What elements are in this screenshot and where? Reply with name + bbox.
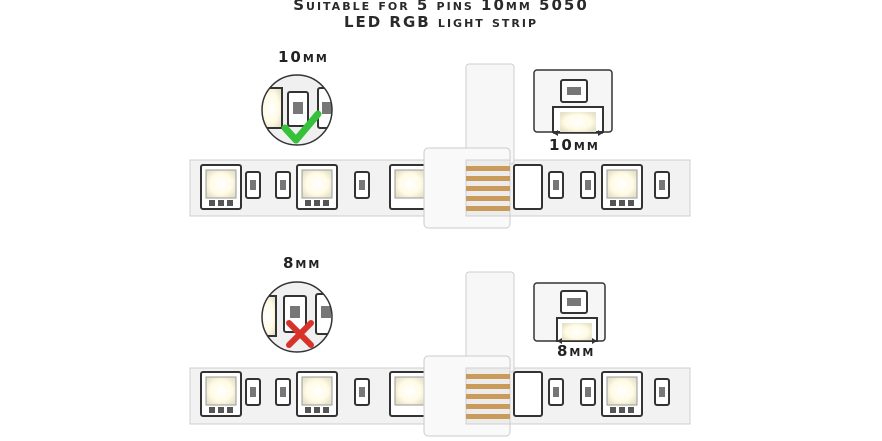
- bottom-inset-label: 8mm: [557, 342, 596, 360]
- top-zoom-label: 10mm: [278, 48, 329, 66]
- led-chip: [296, 371, 338, 417]
- bottom-zoom-label: 8mm: [283, 254, 322, 272]
- top-t-connector: [423, 63, 515, 229]
- check-icon: [281, 110, 322, 144]
- led-chip: [601, 371, 643, 417]
- led-chip: [601, 164, 643, 210]
- cross-icon: [286, 320, 314, 348]
- bottom-zoom-circle: [261, 281, 333, 353]
- led-chip: [296, 164, 338, 210]
- bottom-t-connector: [423, 271, 515, 437]
- top-inset-label: 10mm: [549, 136, 600, 154]
- header-line-2: LED RGB light strip: [343, 13, 539, 31]
- header-line-1: Suitable for 5 pins 10mm 5050: [293, 0, 589, 14]
- led-chip: [200, 164, 242, 210]
- led-chip: [389, 371, 431, 417]
- top-zoom-circle: [261, 74, 333, 146]
- led-chip: [200, 371, 242, 417]
- bottom-inset: [533, 282, 606, 344]
- top-inset: [533, 69, 613, 136]
